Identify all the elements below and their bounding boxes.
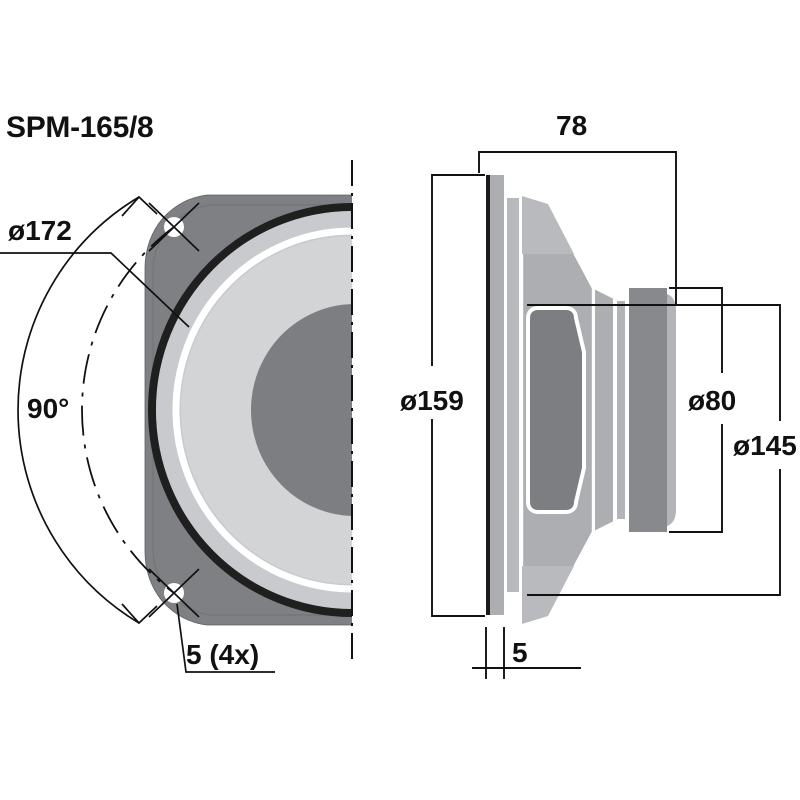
side-backplate xyxy=(615,299,627,521)
dim-159-bracket-top xyxy=(431,174,485,366)
side-basket-window xyxy=(526,306,586,514)
dim-145-bracket-top xyxy=(527,304,781,421)
side-view: 78 ø159 ø80 ø145 xyxy=(400,110,797,679)
dim-magnet-80: ø80 xyxy=(669,287,736,533)
dim-hole-label: 5 (4x) xyxy=(186,639,259,670)
dim-145-label: ø145 xyxy=(733,430,797,461)
dim-outer-diameter: ø172 xyxy=(0,195,190,625)
side-rear-cap xyxy=(667,294,676,526)
side-flange-body xyxy=(490,175,504,615)
dim-flange-159: ø159 xyxy=(400,174,485,617)
dim-hole-leader xyxy=(176,603,275,673)
dim-arc-172-tick-top xyxy=(121,195,158,217)
dust-cap xyxy=(251,304,352,516)
cone-surround-ring xyxy=(148,203,352,617)
dim-172-label: ø172 xyxy=(8,215,72,246)
dim-90deg-label: 90° xyxy=(27,393,69,424)
bolt-circle-arc xyxy=(81,226,175,594)
dim-basket-145: ø145 xyxy=(527,304,797,596)
side-neck xyxy=(593,286,615,534)
dim-depth-78: 78 xyxy=(478,110,737,306)
dim-80-bracket-top xyxy=(669,287,723,373)
side-flange-ring xyxy=(505,196,521,594)
side-flange-face xyxy=(486,175,490,615)
dim-5-label: 5 xyxy=(512,637,528,668)
side-basket-highlight xyxy=(522,196,574,254)
dim-80-label: ø80 xyxy=(688,385,736,416)
dim-arc-172 xyxy=(17,196,140,624)
dim-thickness-5: 5 xyxy=(472,627,581,679)
dim-78-label: 78 xyxy=(556,110,587,141)
dim-arc-172-tick-bottom xyxy=(121,603,158,625)
front-chassis xyxy=(144,194,352,626)
side-magnet xyxy=(629,288,667,532)
page-title: SPM-165/8 xyxy=(6,111,153,144)
dim-172-leader xyxy=(0,252,190,328)
chassis-bevel xyxy=(152,204,352,616)
dim-159-label: ø159 xyxy=(400,385,464,416)
dim-80-bracket-bottom xyxy=(669,424,723,533)
dim-159-bracket-bottom xyxy=(431,419,485,617)
dim-78-bracket xyxy=(478,151,677,306)
front-view: ø172 90° 5 (4x) xyxy=(0,160,353,673)
cone-highlight-ring xyxy=(172,227,352,593)
dim-145-bracket-bottom xyxy=(527,469,781,596)
dim-hole-note: 5 (4x) xyxy=(176,603,275,673)
